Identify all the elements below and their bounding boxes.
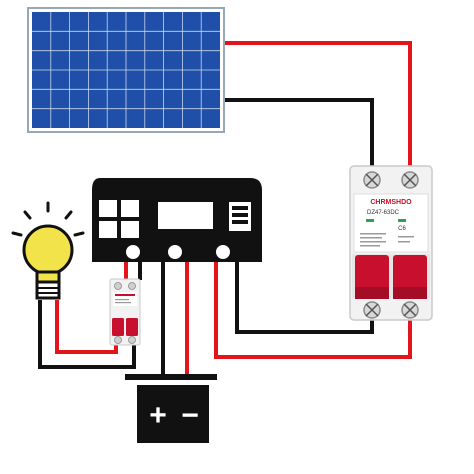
load-breaker-handle-left (112, 318, 124, 336)
terminal-panel (214, 243, 232, 261)
main-breaker-spec-lines (360, 233, 414, 247)
breaker-indicator-right (398, 219, 406, 222)
battery-plus-label: + (149, 399, 167, 432)
bulb-base (35, 280, 61, 300)
wires (38, 41, 412, 375)
load-breaker (109, 278, 141, 346)
controller-display (158, 202, 213, 229)
main-breaker-curve: C6 (398, 226, 406, 232)
terminal-battery (166, 243, 184, 261)
controller-terminals (124, 243, 232, 261)
main-breaker-brand: CHRMSHDO (370, 199, 412, 206)
wire-panel-negative (222, 98, 374, 170)
bulb-rays (11, 201, 85, 237)
main-dc-breaker: CHRMSHDO DZ47-63DC C6 (349, 165, 433, 321)
solar-panel-cell-grid (32, 12, 220, 128)
load-breaker-handle-right (126, 318, 138, 336)
wire-panel-positive (222, 41, 412, 170)
charge-controller (92, 178, 262, 262)
battery-terminal-bar (125, 374, 217, 380)
wire-breaker-to-controller-positive (214, 262, 412, 359)
solar-panel (27, 7, 225, 133)
wire-bulb-positive (55, 300, 118, 354)
battery-minus-label: − (181, 399, 199, 432)
battery: + − (137, 385, 209, 443)
controller-window-icon (99, 200, 139, 238)
wire-breaker-to-controller-negative (235, 262, 374, 334)
light-bulb-icon (11, 201, 85, 300)
main-breaker-model: DZ47-63DC (367, 210, 400, 216)
controller-battery-level-icon (229, 202, 251, 231)
terminal-load (124, 243, 142, 261)
wire-bulb-negative (38, 300, 136, 369)
breaker-indicator-left (366, 219, 374, 222)
